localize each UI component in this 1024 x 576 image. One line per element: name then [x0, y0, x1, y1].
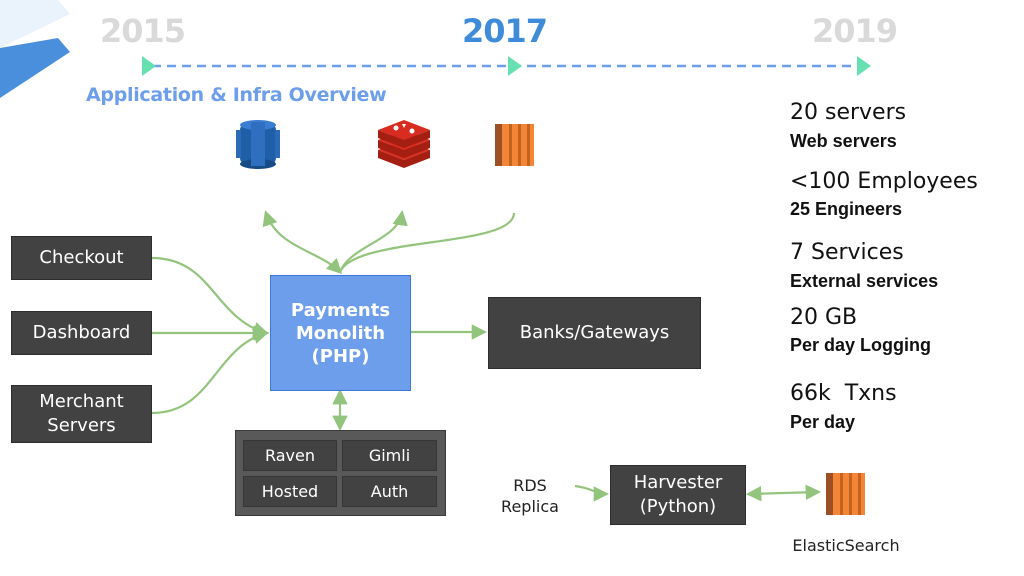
harvester-box: Harvester (Python) — [610, 465, 746, 525]
stat-services-label: External services — [790, 271, 939, 291]
aws-ec2-icon — [495, 124, 534, 166]
year-2019-label: 2019 — [812, 12, 898, 50]
stat-txns-value: 66k Txns — [790, 381, 897, 406]
arrow-ec2-monolith — [338, 212, 516, 273]
corner-decoration — [0, 0, 70, 98]
stat-servers-value: 20 servers — [790, 100, 907, 125]
service-hosted: Hosted — [243, 476, 337, 507]
elasticsearch-ec2-icon — [826, 473, 865, 515]
aws-rds-database-icon — [236, 120, 280, 169]
redis-cache-icon — [378, 120, 430, 168]
dashboard-box: Dashboard — [11, 311, 152, 355]
section-subtitle: Application & Infra Overview — [86, 84, 387, 106]
service-auth-label: Auth — [370, 482, 409, 501]
stat-employees-value: <100 Employees — [790, 169, 978, 194]
service-gimli-label: Gimli — [368, 446, 411, 465]
arrow-replica-harvester — [574, 484, 610, 502]
year-2017-label: 2017 — [462, 12, 548, 50]
year-2015-label: 2015 — [100, 12, 186, 50]
arrow-checkout-monolith — [151, 256, 269, 337]
arrow-harvester-elasticsearch — [745, 484, 822, 502]
checkout-label: Checkout — [39, 247, 124, 268]
connectors — [151, 209, 822, 502]
stat-logging-label: Per day Logging — [790, 335, 932, 355]
service-hosted-label: Hosted — [261, 482, 319, 501]
stat-logging-value: 20 GB — [790, 305, 858, 330]
timeline-marker-2017 — [508, 56, 522, 76]
stat-txns-label: Per day — [790, 412, 856, 432]
checkout-box: Checkout — [11, 236, 152, 280]
timeline-marker-2019 — [857, 56, 871, 76]
service-raven-label: Raven — [264, 446, 316, 465]
merchant-servers-label: Merchant Servers — [39, 391, 124, 436]
payments-monolith-box: Payments Monolith (PHP) — [270, 275, 411, 391]
merchant-servers-box: Merchant Servers — [11, 385, 152, 443]
rds-replica-label: RDS Replica — [501, 476, 559, 516]
service-auth: Auth — [342, 476, 437, 507]
stat-services-value: 7 Services — [790, 240, 904, 265]
banks-gateways-label: Banks/Gateways — [519, 322, 670, 343]
payments-monolith-label: Payments Monolith (PHP) — [290, 299, 391, 367]
timeline-marker-2015 — [142, 56, 156, 76]
stat-employees-label: 25 Engineers — [790, 199, 903, 219]
arrow-rds-monolith — [262, 210, 343, 275]
dashboard-label: Dashboard — [32, 322, 131, 343]
timeline — [142, 56, 871, 76]
arrow-merchant-monolith — [151, 329, 269, 415]
harvester-label: Harvester (Python) — [633, 472, 723, 517]
service-gimli: Gimli — [342, 440, 437, 471]
banks-gateways-box: Banks/Gateways — [488, 297, 701, 369]
elasticsearch-label: ElasticSearch — [792, 536, 900, 555]
service-raven: Raven — [243, 440, 337, 471]
stat-servers-label: Web servers — [790, 131, 897, 151]
